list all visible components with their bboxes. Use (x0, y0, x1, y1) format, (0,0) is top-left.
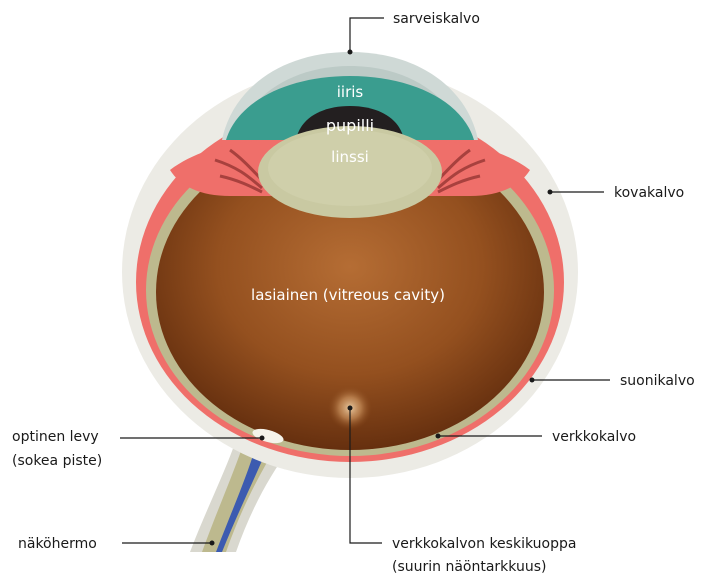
choroid-leader-dot (530, 378, 535, 383)
lens-label: linssi (331, 148, 369, 166)
optic-nerve-label: näköhermo (18, 536, 97, 552)
cornea-leader-dot (348, 50, 353, 55)
cornea-label: sarveiskalvo (393, 11, 480, 27)
iris-label: iiris (337, 83, 364, 101)
choroid-label: suonikalvo (620, 373, 695, 389)
sclera-leader-dot (548, 190, 553, 195)
retina-label: verkkokalvo (552, 429, 636, 445)
pupil-label: pupilli (326, 116, 374, 135)
fovea-label-line1: verkkokalvon keskikuoppa (392, 536, 576, 552)
vitreous-label: lasiainen (vitreous cavity) (251, 286, 445, 304)
retina-leader-dot (436, 434, 441, 439)
optic-disc-label-line2: (sokea piste) (12, 453, 102, 469)
optic-nerve-leader-dot (210, 541, 215, 546)
lens-highlight (268, 130, 432, 206)
optic-disc-leader-dot (260, 436, 265, 441)
sclera-label: kovakalvo (614, 185, 684, 201)
fovea-label-line2: (suurin näöntarkkuus) (392, 559, 546, 575)
optic-disc-label-line1: optinen levy (12, 429, 99, 445)
fovea-leader-dot (348, 406, 353, 411)
cornea-leader (350, 18, 384, 52)
